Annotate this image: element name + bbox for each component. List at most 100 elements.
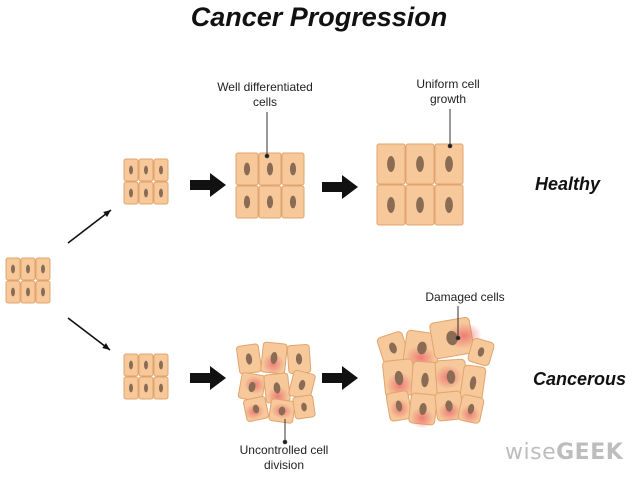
nucleus: [445, 197, 453, 213]
cell: [35, 257, 51, 281]
nucleus: [129, 188, 133, 198]
nucleus: [417, 341, 427, 355]
nucleus: [395, 400, 403, 412]
nucleus: [416, 197, 424, 213]
nucleus: [129, 165, 133, 175]
nucleus: [41, 264, 45, 274]
cell: [376, 184, 406, 226]
nucleus: [245, 353, 253, 365]
cell: [467, 337, 495, 367]
cell: [123, 353, 139, 377]
nucleus: [273, 382, 281, 394]
arrow-icon: [190, 366, 226, 390]
pointer-uniform-growth-dot: [447, 143, 453, 149]
cells-layer: [5, 143, 495, 429]
arrow-icon: [102, 343, 110, 350]
page-title: Cancer Progression: [190, 2, 448, 32]
arrow-icon: [103, 210, 111, 217]
brand-logo: wiseGEEK: [505, 440, 623, 465]
pointer-uncontrolled-division-dot: [282, 439, 288, 445]
cell: [258, 185, 282, 219]
nucleus: [248, 381, 256, 393]
arrow-icon: [322, 175, 358, 199]
nucleus: [446, 330, 458, 346]
cell: [138, 353, 154, 377]
cell: [243, 396, 269, 422]
nucleus: [144, 165, 148, 175]
cell: [292, 394, 316, 420]
nucleus: [387, 197, 395, 213]
nucleus: [298, 379, 306, 391]
cell: [286, 343, 312, 375]
label-uncontrolled-division: Uncontrolled cell division: [239, 443, 329, 472]
pointer-damaged-cells-dot: [455, 335, 461, 341]
nucleus: [159, 165, 163, 175]
nucleus: [467, 403, 475, 415]
cell: [408, 392, 438, 429]
cell: [457, 394, 485, 424]
cell: [138, 376, 154, 400]
nucleus: [243, 162, 251, 176]
nucleus: [144, 360, 148, 370]
label-well-differentiated: Well differentiated cells: [217, 80, 313, 109]
brand-part1: wise: [505, 440, 557, 465]
nucleus: [445, 400, 453, 412]
nucleus: [26, 287, 30, 297]
arrow-icon: [322, 366, 358, 390]
cell: [138, 158, 154, 182]
nucleus: [266, 195, 274, 209]
nucleus: [289, 195, 297, 209]
nucleus: [11, 264, 15, 274]
cell: [153, 181, 169, 205]
cell: [260, 341, 288, 375]
nucleus: [129, 360, 133, 370]
nucleus: [243, 195, 251, 209]
nucleus: [129, 383, 133, 393]
nucleus: [159, 360, 163, 370]
cell: [123, 376, 139, 400]
nucleus: [387, 156, 395, 172]
nucleus: [446, 370, 456, 384]
arrow-icon: [67, 317, 111, 351]
pointer-well-differentiated-dot: [264, 153, 270, 159]
cell: [268, 398, 296, 424]
nucleus: [270, 352, 278, 364]
nucleus: [295, 353, 303, 365]
nucleus: [477, 347, 485, 357]
cell: [236, 343, 262, 375]
nucleus: [11, 287, 15, 297]
nucleus: [26, 264, 30, 274]
nucleus: [159, 188, 163, 198]
cell: [385, 390, 413, 422]
pointer-lines: [264, 109, 461, 445]
cell: [235, 185, 259, 219]
arrow-icon: [67, 209, 112, 244]
nucleus: [266, 162, 274, 176]
cell: [5, 280, 21, 304]
nucleus: [421, 372, 429, 388]
cell: [235, 152, 259, 186]
nucleus: [389, 342, 397, 354]
nucleus: [469, 376, 477, 390]
cell: [153, 353, 169, 377]
nucleus: [144, 188, 148, 198]
nucleus: [416, 156, 424, 172]
cell: [20, 280, 36, 304]
cell: [434, 184, 464, 226]
cell: [434, 143, 464, 185]
label-cancerous: Cancerous: [533, 369, 627, 389]
cell: [405, 184, 435, 226]
nucleus: [419, 403, 427, 415]
label-damaged-cells: Damaged cells: [425, 290, 505, 304]
cell: [281, 152, 305, 186]
cell: [35, 280, 51, 304]
nucleus: [252, 404, 260, 414]
cell: [434, 390, 464, 422]
cell: [376, 143, 406, 185]
arrow-icon: [190, 173, 226, 197]
cell: [153, 158, 169, 182]
nucleus: [41, 287, 45, 297]
cell: [258, 152, 282, 186]
